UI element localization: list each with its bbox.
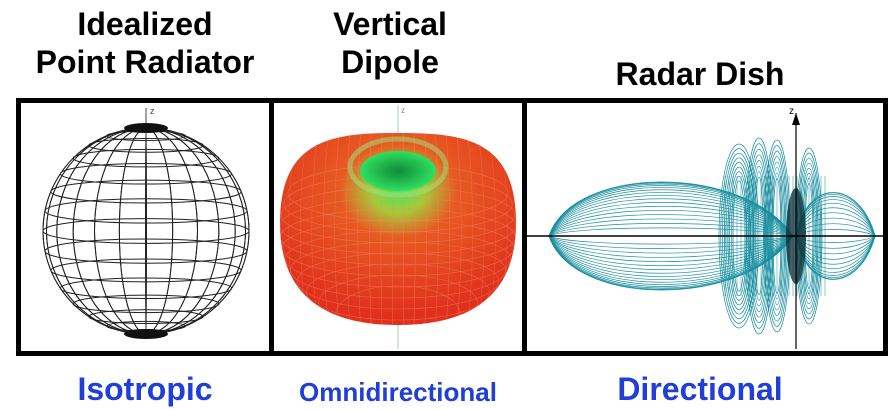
torus-meridian-line xyxy=(424,133,428,325)
torus-meridian-line xyxy=(467,133,474,325)
torus-meridian-line xyxy=(456,133,462,325)
dipole-torus-body xyxy=(280,133,516,325)
title-radar-dish: Radar Dish xyxy=(560,55,840,93)
torus-parallel-line xyxy=(318,274,478,325)
sphere-north-pole-cap xyxy=(124,123,168,133)
torus-meridian-line xyxy=(334,133,340,325)
dipole-z-axis-label: z xyxy=(401,106,405,115)
torus-parallel-line xyxy=(290,241,506,299)
torus-meridian-line xyxy=(435,133,439,325)
caption-omnidirectional: Omnidirectional xyxy=(299,377,497,407)
title-dipole-line2: Dipole xyxy=(341,44,439,80)
radar-dish-pattern-figure: z xyxy=(527,106,883,349)
dish-z-axis-arrow xyxy=(792,113,800,125)
dipole-hole-rim xyxy=(347,136,449,198)
panel-radar-dish: z xyxy=(522,98,888,356)
title-isotropic-line1: Idealized xyxy=(77,6,213,42)
torus-parallel-line xyxy=(335,285,461,325)
sphere-south-pole-cap xyxy=(124,329,168,339)
title-isotropic: Idealized Point Radiator xyxy=(20,5,270,81)
caption-isotropic: Isotropic xyxy=(77,371,213,407)
torus-meridian-line xyxy=(368,133,372,325)
torus-parallel-line xyxy=(281,219,515,277)
isotropic-sphere-figure: z xyxy=(42,106,250,339)
torus-meridian-line xyxy=(322,133,329,325)
panel-isotropic: z xyxy=(16,98,274,356)
caption-directional: Directional xyxy=(617,371,783,407)
dipole-torus-hole xyxy=(360,151,436,191)
dipole-torus-figure: z xyxy=(280,105,516,349)
title-dipole-line1: Vertical xyxy=(333,6,447,42)
torus-parallel-line xyxy=(306,263,490,321)
title-radar-dish-line1: Radar Dish xyxy=(615,56,785,92)
sphere-longitude-line xyxy=(145,127,147,335)
sphere-z-axis-label: z xyxy=(150,106,155,116)
dish-z-axis-label: z xyxy=(789,106,794,117)
torus-meridian-line xyxy=(357,133,361,325)
title-dipole: Vertical Dipole xyxy=(275,5,505,81)
torus-parallel-line xyxy=(285,230,511,288)
title-isotropic-line2: Point Radiator xyxy=(35,44,255,80)
panel-dipole: z xyxy=(269,98,527,356)
torus-parallel-line xyxy=(280,197,516,255)
torus-parallel-line xyxy=(296,252,500,310)
